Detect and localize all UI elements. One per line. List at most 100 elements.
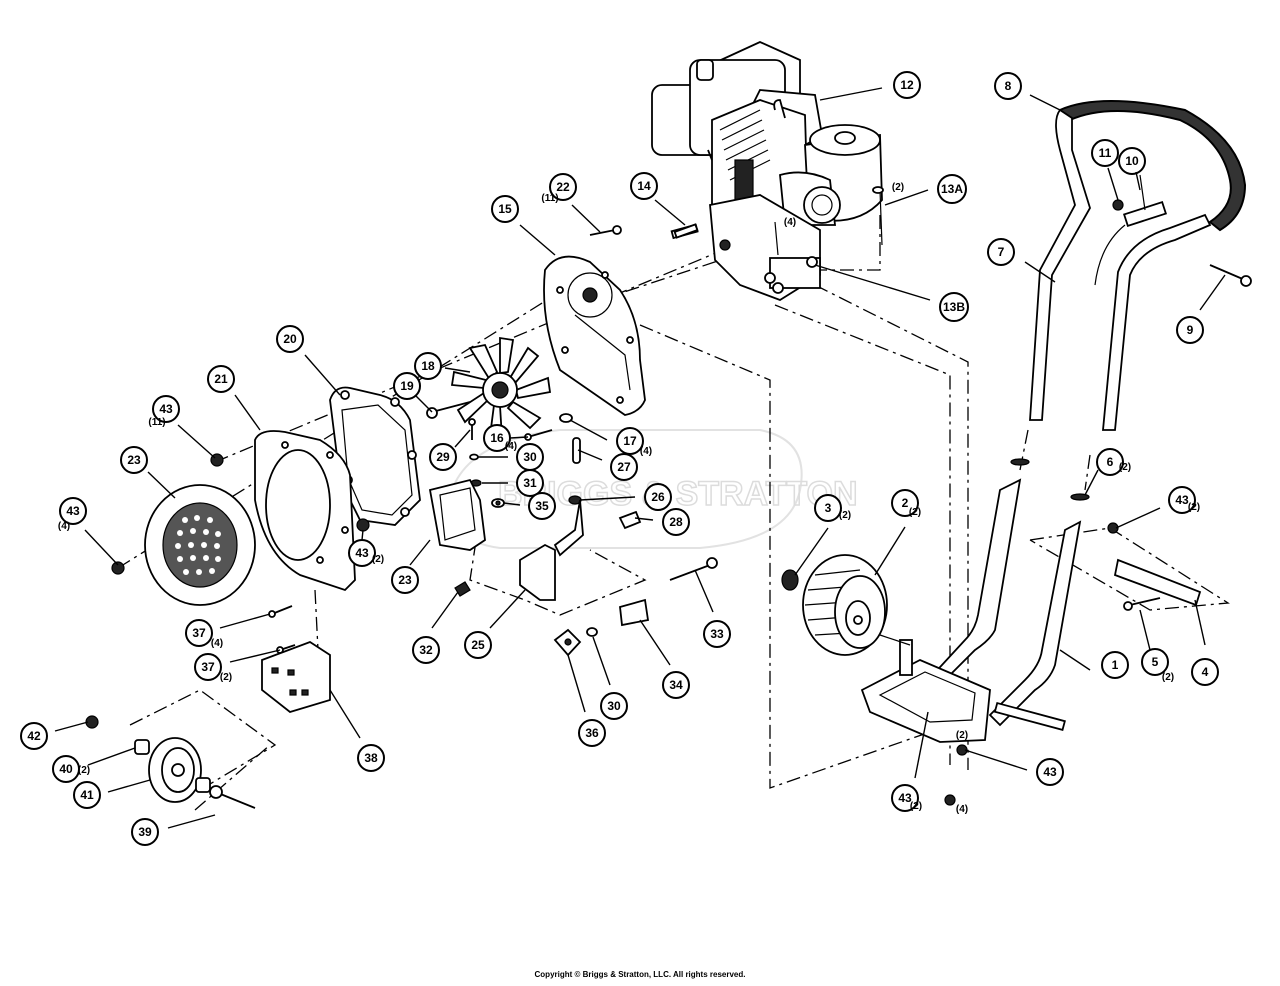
callout-label-c20: 20 <box>283 332 297 346</box>
callout-label-c31: 31 <box>523 476 537 490</box>
leader-line-c12 <box>819 87 883 101</box>
leader-line-c23b <box>409 539 431 566</box>
callout-circle-c32 <box>412 636 440 664</box>
callout-circle-c13b <box>939 292 969 322</box>
leader-line-c27 <box>577 449 603 461</box>
callout-label-c9: 9 <box>1187 323 1194 337</box>
quantity-label-c2: (2) <box>909 507 921 518</box>
callout-label-c8: 8 <box>1005 79 1012 93</box>
callout-label-c21: 21 <box>214 372 228 386</box>
leader-line-c39 <box>167 814 216 829</box>
callout-circle-c21 <box>207 365 235 393</box>
callout-circle-c1 <box>1101 651 1129 679</box>
callout-label-c37a: 37 <box>192 626 206 640</box>
copyright-notice: Copyright © Briggs & Stratton, LLC. All … <box>534 970 746 979</box>
leader-line-c37a <box>219 613 271 629</box>
quantity-label-c43e: (2) <box>956 730 968 741</box>
leader-line-c18 <box>444 367 471 373</box>
quantity-label-c37b: (2) <box>220 672 232 683</box>
callout-label-c33: 33 <box>710 627 724 641</box>
callout-circle-c29 <box>429 443 457 471</box>
callout-circle-c23a <box>120 446 148 474</box>
callout-circle-c38 <box>357 744 385 772</box>
quantity-label-c6: (2) <box>1119 462 1131 473</box>
callout-circle-c6 <box>1096 448 1124 476</box>
leader-line-c4 <box>1194 599 1206 646</box>
callout-label-c10: 10 <box>1125 154 1139 168</box>
leader-line-c36 <box>567 654 586 713</box>
quantity-label-q43f2: (4) <box>956 804 968 815</box>
callout-label-c23a: 23 <box>127 453 141 467</box>
housing-gasket <box>329 386 421 526</box>
callout-label-c12: 12 <box>900 78 914 92</box>
leader-line-c43e <box>964 749 1028 771</box>
callout-label-c35: 35 <box>535 499 549 513</box>
callout-label-c26: 26 <box>651 490 665 504</box>
quantity-label-c43f: (2) <box>910 801 922 812</box>
callout-circle-c43e <box>1036 758 1064 786</box>
watermark-text: BRIGGS & STRATTON <box>498 475 858 513</box>
leader-line-c28 <box>634 517 654 521</box>
leader-line-c33 <box>694 569 714 613</box>
callout-circle-c40 <box>52 755 80 783</box>
callout-label-c30a: 30 <box>523 450 537 464</box>
leader-lines <box>54 87 1226 829</box>
callout-label-c5: 5 <box>1152 655 1159 669</box>
callout-label-c43c: 43 <box>355 546 369 560</box>
callout-circle-c23b <box>391 566 419 594</box>
leader-line-c34 <box>639 619 671 666</box>
callout-label-c34: 34 <box>669 678 683 692</box>
callout-label-c7: 7 <box>998 245 1005 259</box>
leader-line-c43c <box>361 529 364 541</box>
leader-line-c25 <box>489 589 526 629</box>
callout-label-c17: 17 <box>623 434 637 448</box>
callout-circle-c12 <box>893 71 921 99</box>
leader-line-c15 <box>519 224 556 256</box>
leader-line-c13b <box>814 264 931 301</box>
leader-line-c2 <box>874 526 906 576</box>
callout-circle-c39 <box>131 818 159 846</box>
callout-label-c32: 32 <box>419 643 433 657</box>
leader-line-c11 <box>1107 167 1119 201</box>
leader-line-c37b <box>229 649 281 663</box>
leader-line-c38 <box>329 689 361 739</box>
callout-circle-c4 <box>1191 658 1219 686</box>
fan <box>450 336 552 440</box>
callout-circle-c11 <box>1091 139 1119 167</box>
callout-circle-c37b <box>194 653 222 681</box>
quantity-label-c22: (11) <box>541 193 558 204</box>
callout-circle-c34 <box>662 671 690 699</box>
quantity-label-c5: (2) <box>1162 672 1174 683</box>
leader-line-c43a <box>177 424 216 459</box>
leader-line-c29 <box>454 429 471 448</box>
callout-label-c16: 16 <box>490 431 504 445</box>
hardware <box>85 223 1119 809</box>
leader-line-c17 <box>569 419 608 441</box>
callout-circle-c14 <box>630 172 658 200</box>
callout-circle-c27 <box>610 453 638 481</box>
leader-line-c14 <box>654 199 686 226</box>
callout-circle-c3 <box>814 494 842 522</box>
leader-line-c1 <box>1059 649 1091 671</box>
callout-circle-c28 <box>662 508 690 536</box>
callout-label-c22: 22 <box>556 180 570 194</box>
leader-line-c13a <box>884 189 929 206</box>
quantity-label-c13b: (4) <box>784 217 796 228</box>
callout-label-c27: 27 <box>617 460 631 474</box>
callout-circle-c36 <box>578 719 606 747</box>
leader-line-c35 <box>503 502 521 506</box>
quantity-label-c13a: (2) <box>892 182 904 193</box>
leader-line-c16 <box>509 436 529 439</box>
quantity-label-c43a: (11) <box>148 417 165 428</box>
callout-label-c1: 1 <box>1112 658 1119 672</box>
callout-label-c6: 6 <box>1107 455 1114 469</box>
leader-line-c22 <box>571 204 601 233</box>
callout-circle-c17 <box>616 427 644 455</box>
callout-circle-c7 <box>987 238 1015 266</box>
callout-label-c43f: 43 <box>898 791 912 805</box>
callout-circle-c43d <box>1168 486 1196 514</box>
leader-line-c32 <box>431 591 459 629</box>
callout-label-c29: 29 <box>436 450 450 464</box>
callout-circle-c8 <box>994 72 1022 100</box>
callout-label-c43e: 43 <box>1043 765 1057 779</box>
